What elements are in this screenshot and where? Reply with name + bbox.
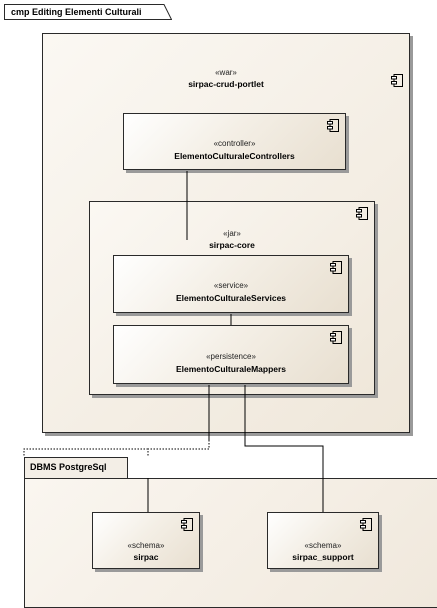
component-elementoculturale-mappers[interactable]: «persistence» ElementoCulturaleMappers bbox=[113, 325, 349, 384]
diagram-frame-label: cmp Editing Elementi Culturali bbox=[11, 7, 142, 17]
component-icon bbox=[181, 518, 193, 531]
diagram-frame-tab: cmp Editing Elementi Culturali bbox=[4, 4, 172, 20]
component-schema-sirpac[interactable]: «schema» sirpac bbox=[92, 512, 200, 569]
component-icon bbox=[330, 261, 342, 274]
component-name: ElementoCulturaleControllers bbox=[174, 151, 295, 161]
component-icon bbox=[391, 74, 403, 87]
component-schema-sirpac-support[interactable]: «schema» sirpac_support bbox=[267, 512, 379, 569]
component-stereotype: «jar» bbox=[223, 229, 241, 238]
component-name: sirpac-core bbox=[209, 240, 255, 250]
component-stereotype: «schema» bbox=[127, 541, 165, 550]
package-tab: DBMS PostgreSql bbox=[24, 457, 128, 479]
component-icon bbox=[327, 119, 339, 132]
component-stereotype: «schema» bbox=[304, 541, 342, 550]
connector-package-dotted bbox=[23, 448, 148, 457]
frame-tab-outline bbox=[4, 4, 172, 20]
connector-route-sirpac-dotted bbox=[147, 440, 210, 457]
component-icon bbox=[356, 207, 368, 220]
component-name: ElementoCulturaleServices bbox=[175, 293, 287, 303]
component-stereotype: «service» bbox=[213, 281, 249, 290]
component-icon bbox=[330, 331, 342, 344]
component-elementoculturale-controllers[interactable]: «controller» ElementoCulturaleController… bbox=[123, 113, 346, 170]
component-elementoculturale-services[interactable]: «service» ElementoCulturaleServices bbox=[113, 255, 349, 313]
package-label: DBMS PostgreSql bbox=[30, 462, 107, 472]
component-name: sirpac-crud-portlet bbox=[188, 79, 264, 89]
component-stereotype: «controller» bbox=[213, 139, 256, 148]
component-name: ElementoCulturaleMappers bbox=[175, 364, 287, 374]
component-stereotype: «persistence» bbox=[206, 352, 256, 361]
component-stereotype: «war» bbox=[215, 68, 237, 77]
component-icon bbox=[360, 518, 372, 531]
component-name: sirpac bbox=[133, 552, 159, 562]
component-name: sirpac_support bbox=[292, 552, 354, 562]
